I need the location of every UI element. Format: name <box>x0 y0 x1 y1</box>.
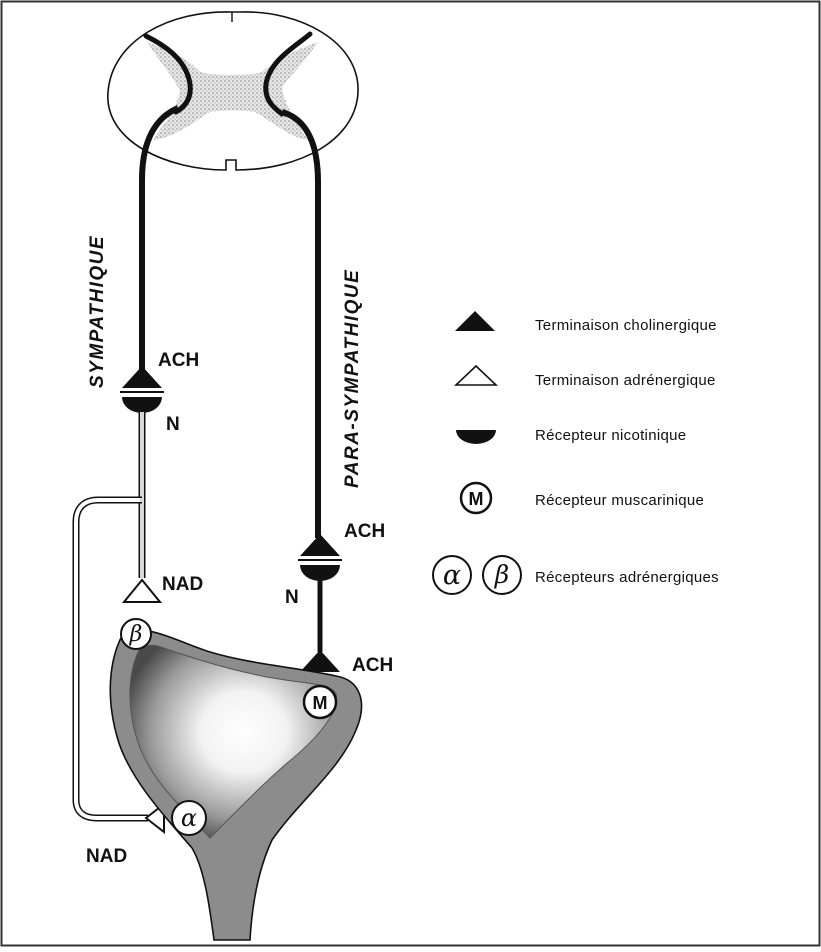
svg-text:Récepteur muscarinique: Récepteur muscarinique <box>535 492 704 509</box>
parasympathetic-preganglionic-fiber <box>282 112 318 538</box>
label-sympathetic: SYMPATHIQUE <box>87 235 108 388</box>
sympathetic-ganglion <box>120 366 164 413</box>
legend-item-cholinergic: Terminaison cholinergique <box>455 311 717 334</box>
filled-triangle-icon <box>455 311 495 331</box>
label-nad-upper: NAD <box>162 574 203 595</box>
muscarinic-receptor: M <box>304 686 336 718</box>
legend-item-adrenergic-receptors: α β Récepteurs adrénergiques <box>433 556 719 594</box>
label-ach-para-terminal: ACH <box>352 655 393 676</box>
svg-text:α: α <box>443 560 461 591</box>
legend-item-adrenergic: Terminaison adrénergique <box>456 366 716 389</box>
alpha-receptor: α <box>172 801 206 835</box>
beta-receptor: β <box>121 619 151 649</box>
label-ach-para-ganglion: ACH <box>344 521 385 542</box>
svg-text:M: M <box>313 693 328 713</box>
svg-text:β: β <box>494 560 509 589</box>
label-ach-sympathetic: ACH <box>158 350 199 371</box>
adrenergic-terminal-upper <box>124 580 160 602</box>
cholinergic-terminal <box>300 650 340 672</box>
svg-text:Terminaison cholinergique: Terminaison cholinergique <box>535 317 717 334</box>
alpha-icon: α <box>433 556 471 594</box>
svg-text:Terminaison adrénergique: Terminaison adrénergique <box>535 372 716 389</box>
legend-item-muscarinic: M Récepteur muscarinique <box>461 483 704 513</box>
svg-text:β: β <box>129 622 143 647</box>
half-disc-icon <box>456 430 496 444</box>
target-organ <box>110 630 361 940</box>
parasympathetic-ganglion <box>298 534 342 581</box>
svg-text:α: α <box>181 804 197 832</box>
svg-text:M: M <box>469 489 484 509</box>
label-n-sympathetic: N <box>166 414 180 435</box>
svg-text:Récepteur nicotinique: Récepteur nicotinique <box>535 427 686 444</box>
legend: Terminaison cholinergique Terminaison ad… <box>433 311 719 594</box>
label-n-para: N <box>285 587 299 608</box>
svg-text:Récepteurs adrénergiques: Récepteurs adrénergiques <box>535 569 719 586</box>
label-parasympathetic: PARA-SYMPATHIQUE <box>342 269 363 488</box>
beta-icon: β <box>483 556 521 594</box>
open-triangle-icon <box>456 366 496 385</box>
legend-item-nicotinic: Récepteur nicotinique <box>456 427 686 444</box>
label-nad-lower: NAD <box>86 846 127 867</box>
